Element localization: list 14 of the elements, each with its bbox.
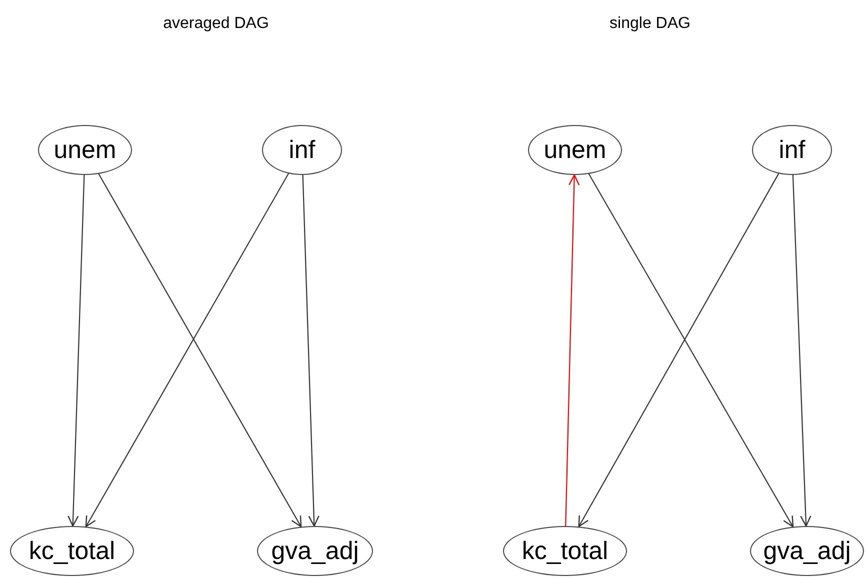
arrow bbox=[792, 174, 812, 527]
arrow bbox=[68, 174, 85, 527]
node-label: kc_total bbox=[28, 538, 116, 564]
node-label: gva_adj bbox=[763, 538, 851, 564]
arrow bbox=[565, 174, 580, 526]
node-label: kc_total bbox=[522, 538, 608, 564]
node-label: gva_adj bbox=[271, 538, 359, 564]
node-label: unem bbox=[544, 138, 606, 162]
node-label: inf bbox=[778, 138, 806, 162]
panel-title: averaged DAG bbox=[163, 14, 269, 34]
node-label: unem bbox=[54, 138, 116, 162]
panel-title: single DAG bbox=[610, 14, 690, 34]
arrow bbox=[302, 174, 320, 527]
node-label: inf bbox=[288, 138, 316, 162]
